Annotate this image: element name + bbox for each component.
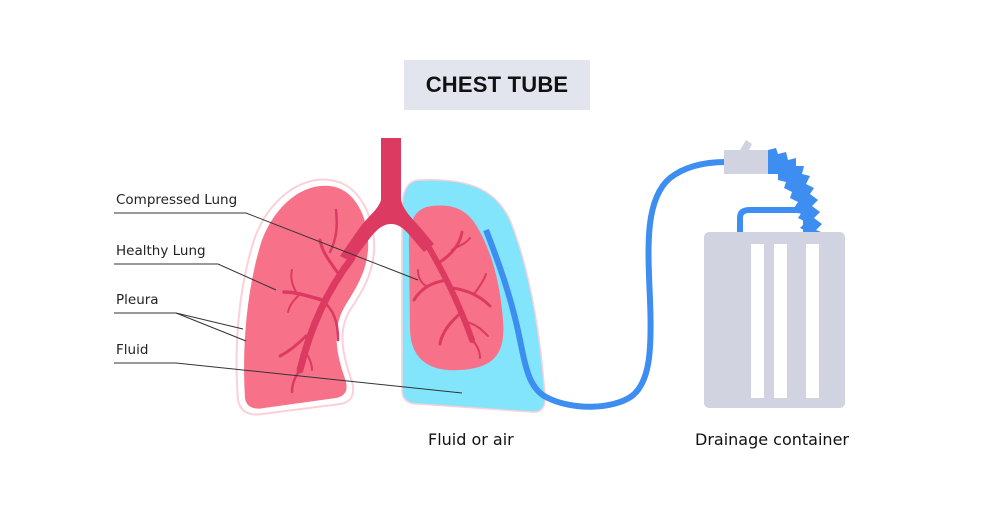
label-pleura: Pleura <box>116 292 159 308</box>
left-bronchi <box>278 208 356 394</box>
trachea <box>340 138 434 262</box>
tube-connector <box>724 150 768 174</box>
leader-lines <box>114 212 463 394</box>
container-slot-1 <box>751 244 764 398</box>
connector-prong <box>740 140 752 152</box>
page-title: CHEST TUBE <box>425 72 569 97</box>
caption-fluid-or-air: Fluid or air <box>428 430 514 449</box>
leader-pleura-outer <box>114 312 244 330</box>
corrugated-tube <box>768 148 826 238</box>
caption-drainage-container: Drainage container <box>695 430 849 449</box>
leader-healthy-lung <box>114 263 277 291</box>
title-box: CHEST TUBE <box>404 60 590 110</box>
leader-fluid <box>114 362 463 394</box>
label-fluid: Fluid <box>116 342 149 358</box>
chest-tube <box>483 159 727 410</box>
right-bronchi <box>412 230 492 359</box>
leader-compressed-lung <box>114 212 419 281</box>
leader-pleura-inner <box>175 312 247 342</box>
label-compressed-lung: Compressed Lung <box>116 192 238 208</box>
container-slot-3 <box>806 244 819 398</box>
container-handle <box>737 207 809 236</box>
label-healthy-lung: Healthy Lung <box>116 243 206 259</box>
container-slot-2 <box>774 244 787 398</box>
